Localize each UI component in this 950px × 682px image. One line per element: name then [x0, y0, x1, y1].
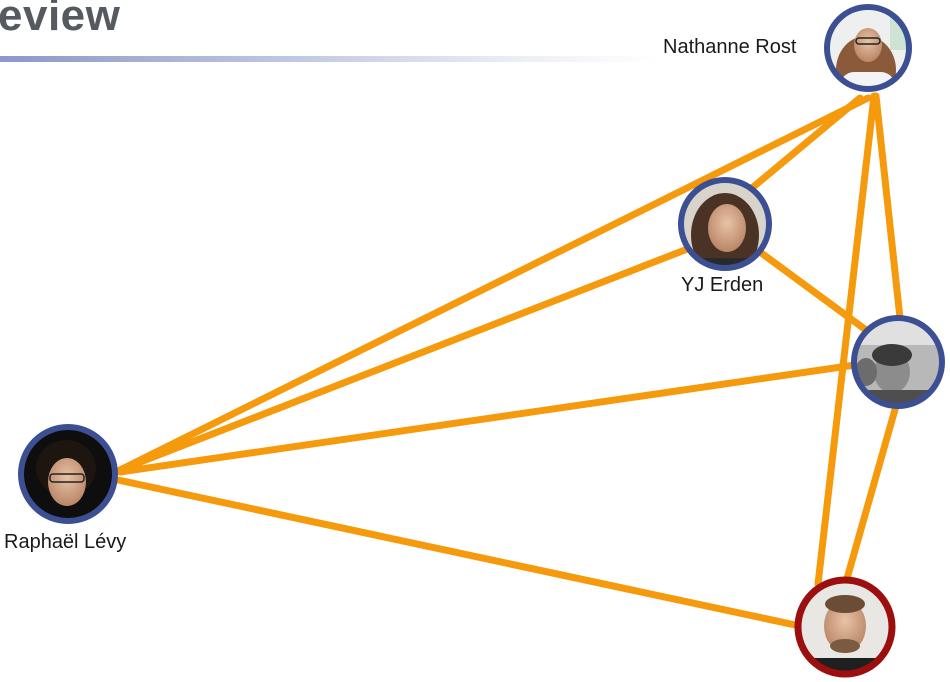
avatar-ring [18, 424, 118, 524]
avatar-unlabeled-bottom[interactable] [794, 576, 896, 682]
title-underline [0, 56, 660, 62]
avatar-nathanne-rost[interactable] [824, 4, 915, 104]
avatar-ring [824, 4, 912, 92]
label-yj-erden: YJ Erden [679, 274, 766, 297]
edge-raphael-nathanne [116, 94, 872, 474]
avatar-ring [794, 576, 896, 678]
avatar-ring [851, 315, 945, 409]
edge-raphael-bottom [114, 476, 804, 630]
edge-group [114, 92, 904, 630]
label-raphael-levy: Raphaël Lévy [2, 531, 129, 554]
avatar-unlabeled-right[interactable] [850, 315, 950, 420]
edge-anon-bottom [842, 402, 900, 586]
avatar-yj-erden[interactable] [678, 177, 772, 278]
slide-title: eview [0, 0, 121, 40]
edge-nathanne-anon [872, 92, 904, 322]
edge-nathanne-bottom [814, 92, 878, 588]
avatar-ring [678, 177, 772, 271]
edge-yj-nathanne [748, 94, 864, 192]
edge-raphael-anon [116, 361, 859, 476]
label-nathanne-rost: Nathanne Rost [661, 36, 799, 59]
edge-raphael-yj [116, 244, 694, 474]
avatar-raphael-levy[interactable] [18, 424, 118, 524]
